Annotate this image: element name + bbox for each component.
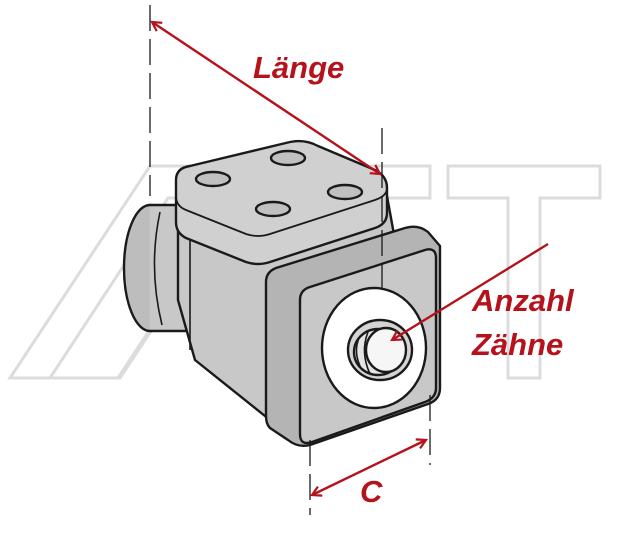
port-hole-3 [326,183,364,201]
teeth-pointer-arrow [392,242,549,340]
shaft-boss [320,286,428,410]
length-arrow [152,22,380,174]
port-hole-1 [194,170,232,188]
teeth-count-label-line1: Anzahl [472,283,574,318]
dimension-c-arrow [312,440,426,495]
teeth-count-label-line2: Zähne [472,327,564,362]
port-hole-2 [269,149,307,167]
dimension-c-label: C [360,474,383,509]
port-hole-4 [254,200,292,218]
length-label: Länge [253,50,345,85]
dimension-arrows [152,22,549,495]
